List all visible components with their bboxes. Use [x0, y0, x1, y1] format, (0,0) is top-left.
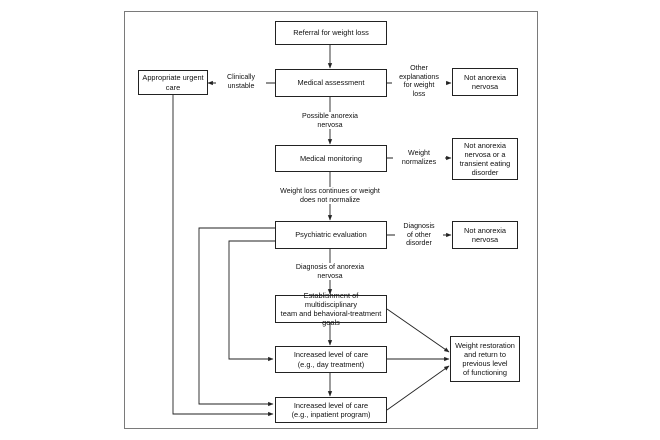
- box-day-treatment: Increased level of care (e.g., day treat…: [275, 346, 387, 373]
- figure-frame: [124, 11, 538, 429]
- box-medical-assessment: Medical assessment: [275, 69, 387, 97]
- arrow-psychiatric-to-inpatient: [198, 227, 275, 407]
- label-weight-normalizes: Weight normalizes: [393, 149, 445, 166]
- box-referral: Referral for weight loss: [275, 21, 387, 45]
- arrow-urgent-care-to-inpatient: [172, 95, 274, 417]
- arrow-multidisciplinary-to-restoration: [386, 308, 450, 353]
- arrow-psychiatric-to-day: [228, 240, 275, 362]
- box-not-an-transient: Not anorexia nervosa or a transient eati…: [452, 138, 518, 180]
- box-medical-monitoring: Medical monitoring: [275, 145, 387, 172]
- label-possible-an: Possible anorexia nervosa: [292, 112, 368, 129]
- label-other-explanations: Other explanations for weight loss: [392, 64, 446, 98]
- box-multidisciplinary: Establishment of multidisciplinary team …: [275, 291, 387, 327]
- arrow-inpatient-to-restoration: [386, 365, 450, 411]
- box-not-an-2: Not anorexia nervosa: [452, 221, 518, 249]
- label-diagnosis-other: Diagnosis of other disorder: [395, 222, 443, 248]
- box-not-an-1: Not anorexia nervosa: [452, 68, 518, 96]
- box-inpatient: Increased level of care (e.g., inpatient…: [275, 397, 387, 423]
- label-clinically-unstable: Clinically unstable: [216, 73, 266, 90]
- box-urgent-care: Appropriate urgent care: [138, 70, 208, 95]
- label-weight-loss-continues: Weight loss continues or weight does not…: [268, 187, 392, 204]
- label-diagnosis-an: Diagnosis of anorexia nervosa: [284, 263, 376, 280]
- box-weight-restoration: Weight restoration and return to previou…: [450, 336, 520, 382]
- box-psychiatric-evaluation: Psychiatric evaluation: [275, 221, 387, 249]
